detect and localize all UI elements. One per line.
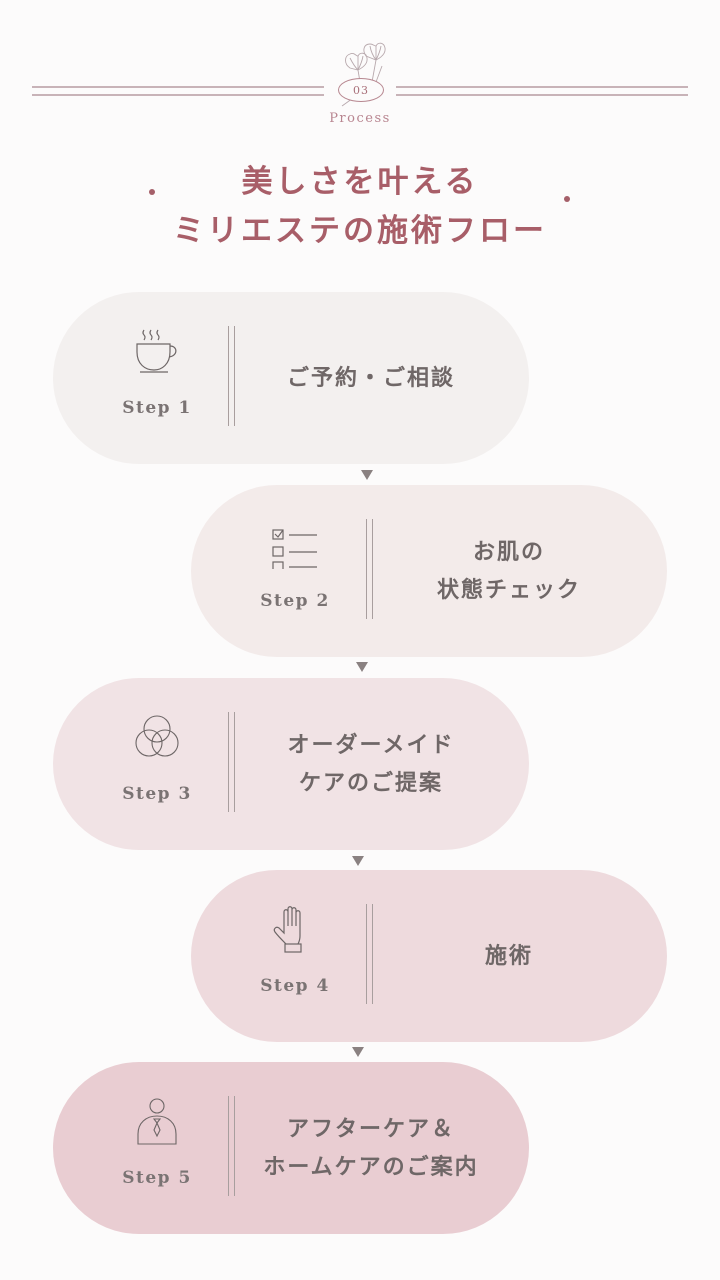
header-divider-right	[396, 86, 688, 96]
step-divider	[366, 519, 373, 619]
step-divider	[228, 712, 235, 812]
step-card-4: Step 4 施術	[191, 870, 667, 1042]
coffee-cup-icon	[109, 326, 205, 386]
decorative-dot-right	[564, 196, 570, 202]
page-title-line2: ミリエステの施術フロー	[173, 213, 547, 249]
step-title: オーダーメイド ケアのご提案	[253, 678, 489, 850]
step-title: お肌の 状態チェック	[391, 485, 627, 657]
decorative-dot-left	[149, 189, 155, 195]
step-title-line: ケアのご提案	[298, 770, 443, 796]
page-title-line1: 美しさを叶える	[241, 164, 479, 200]
hand-icon	[247, 904, 343, 964]
step-label: Step 1	[122, 398, 192, 418]
step-divider	[228, 326, 235, 426]
step-label: Step 2	[260, 591, 330, 611]
step-card-2: Step 2 お肌の 状態チェック	[191, 485, 667, 657]
step-title-line: 状態チェック	[436, 577, 581, 603]
step-divider	[228, 1096, 235, 1196]
person-icon	[109, 1096, 205, 1156]
step-label: Step 4	[260, 976, 330, 996]
step-card-1: Step 1 ご予約・ご相談	[53, 292, 529, 464]
step-label: Step 5	[122, 1168, 192, 1188]
flower-icon	[341, 42, 386, 107]
step-title-line: ホームケアのご案内	[263, 1154, 479, 1180]
flow-arrow-down-icon	[352, 1047, 364, 1057]
flow-arrow-down-icon	[352, 856, 364, 866]
step-title: ご予約・ご相談	[253, 292, 489, 464]
step-title-line: ご予約・ご相談	[286, 365, 455, 391]
overlapping-circles-icon	[109, 712, 205, 772]
step-title-line: 施術	[484, 943, 533, 969]
step-title-line: オーダーメイド	[287, 732, 455, 758]
step-divider	[366, 904, 373, 1004]
header-divider-left	[32, 86, 324, 96]
step-card-5: Step 5 アフターケア＆ ホームケアのご案内	[53, 1062, 529, 1234]
step-title: アフターケア＆ ホームケアのご案内	[253, 1062, 489, 1234]
step-title-line: アフターケア＆	[286, 1116, 455, 1142]
step-card-3: Step 3 オーダーメイド ケアのご提案	[53, 678, 529, 850]
section-number-badge: 03	[338, 78, 384, 102]
step-title-line: お肌の	[472, 539, 545, 565]
checklist-icon	[247, 519, 343, 579]
flow-arrow-down-icon	[361, 470, 373, 480]
flow-arrow-down-icon	[356, 662, 368, 672]
section-label: Process	[329, 111, 391, 126]
step-title: 施術	[391, 870, 627, 1042]
step-label: Step 3	[122, 784, 192, 804]
